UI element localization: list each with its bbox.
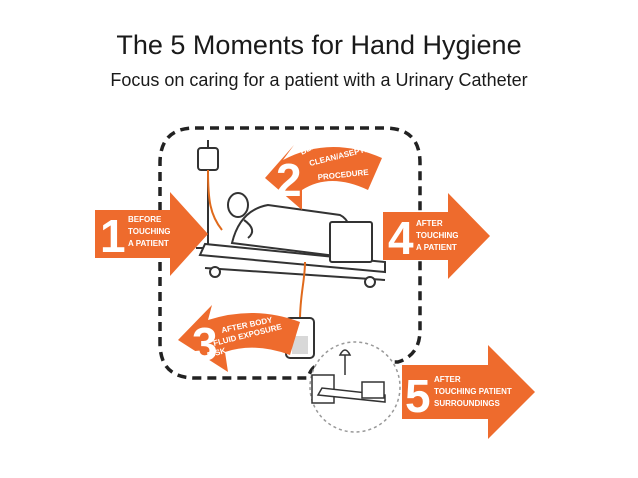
moment-2-number: 2	[276, 154, 302, 206]
moment-2-arrow: 2 BEFORE CLEAN/ASEPTIC PROCEDURE	[265, 133, 382, 210]
moment-4-arrow: 4 AFTER TOUCHING A PATIENT	[383, 193, 490, 279]
patient-zone-dashed-boundary	[158, 126, 422, 380]
moment-5-label-line-3: SURROUNDINGS	[434, 399, 500, 408]
page-title: The 5 Moments for Hand Hygiene	[116, 30, 522, 60]
moment-5-label-line-2: TOUCHING PATIENT	[434, 387, 512, 396]
moment-1-label-line-2: TOUCHING	[128, 227, 171, 236]
moment-4-label-line-2: TOUCHING	[416, 231, 459, 240]
moment-3-number: 3	[192, 318, 218, 370]
moment-4-number: 4	[388, 212, 414, 264]
patient-surroundings-icon	[309, 341, 401, 433]
moment-5-arrow: 5 AFTER TOUCHING PATIENT SURROUNDINGS	[402, 345, 535, 439]
moment-4-label-line-3: A PATIENT	[416, 243, 457, 252]
moment-5-number: 5	[405, 370, 431, 422]
moment-4-label-line-1: AFTER	[416, 219, 443, 228]
moment-1-label-line-1: BEFORE	[128, 215, 162, 224]
iv-stand-icon	[196, 140, 223, 249]
moment-1-arrow: 1 BEFORE TOUCHING A PATIENT	[95, 192, 208, 276]
bed-with-patient-icon	[198, 192, 386, 288]
page-subtitle: Focus on caring for a patient with a Uri…	[110, 70, 528, 90]
moment-3-arrow: 3 AFTER BODY FLUID EXPOSURE RISK	[178, 305, 300, 372]
moment-1-number: 1	[100, 210, 126, 262]
moment-5-label-line-1: AFTER	[434, 375, 461, 384]
moment-1-label-line-3: A PATIENT	[128, 239, 169, 248]
